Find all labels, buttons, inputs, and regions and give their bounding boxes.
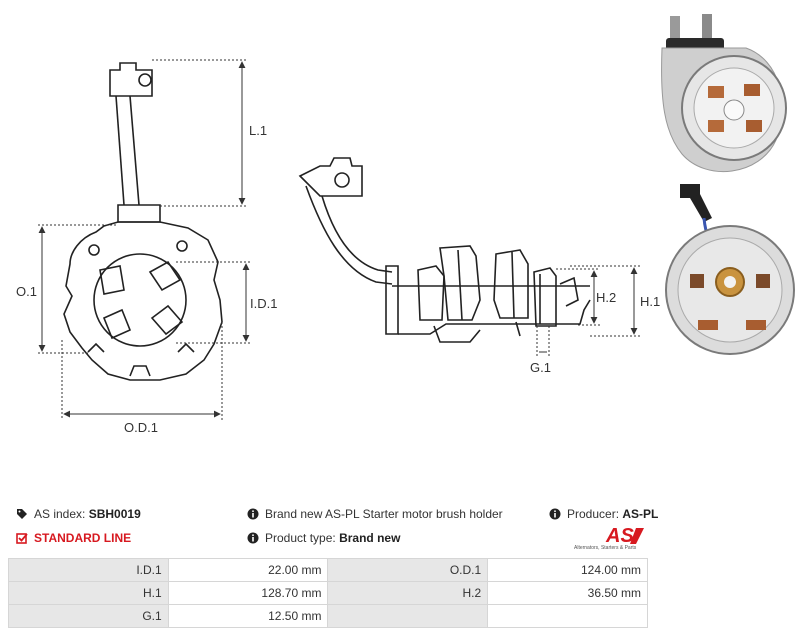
- tag-icon: [17, 509, 27, 519]
- product-photo-top: [661, 14, 787, 173]
- description-text: Brand new AS-PL Starter motor brush hold…: [265, 507, 503, 521]
- info-icon: [549, 508, 561, 520]
- side-view-drawing: [298, 157, 591, 343]
- label-h2: H.2: [596, 290, 616, 305]
- spec-value: 124.00 mm: [487, 558, 648, 582]
- spec-label: I.D.1: [8, 558, 169, 582]
- as-index-value: SBH0019: [88, 507, 141, 521]
- producer-label: Producer:: [567, 507, 620, 521]
- logo-subtext: Alternators, Starters & Parts: [574, 545, 637, 551]
- product-type: Product type: Brand new: [247, 531, 400, 545]
- spec-value: 128.70 mm: [167, 581, 329, 605]
- front-view-drawing: [63, 62, 223, 381]
- spec-value: [487, 604, 648, 628]
- technical-drawing: L.1 O.1 I.D.1 O.D.1: [16, 59, 660, 435]
- as-pl-logo: AS: [605, 525, 644, 547]
- label-l1: L.1: [249, 123, 267, 138]
- producer: Producer: AS-PL: [549, 507, 658, 521]
- spec-label: H.2: [327, 581, 489, 605]
- label-od1: O.D.1: [124, 420, 158, 435]
- product-type-value: Brand new: [339, 531, 401, 545]
- table-row: I.D.1 22.00 mm O.D.1 124.00 mm: [8, 558, 648, 582]
- spec-label: G.1: [8, 604, 169, 628]
- side-dimensions: [536, 265, 640, 356]
- table-row: H.1 128.70 mm H.2 36.50 mm: [8, 581, 648, 605]
- standard-line-label: STANDARD LINE: [34, 531, 132, 545]
- info-icon: [247, 508, 259, 520]
- standard-line: STANDARD LINE: [16, 531, 131, 545]
- spec-label: [327, 604, 489, 628]
- table-row: G.1 12.50 mm: [8, 604, 648, 628]
- spec-value: 12.50 mm: [167, 604, 329, 628]
- checkbox-checked-icon: [16, 533, 28, 544]
- spec-value: 36.50 mm: [487, 581, 648, 605]
- specs-table: I.D.1 22.00 mm O.D.1 124.00 mm H.1 128.7…: [8, 558, 648, 628]
- info-icon: [247, 532, 259, 544]
- spec-label: O.D.1: [327, 558, 489, 582]
- label-id1: I.D.1: [250, 296, 277, 311]
- producer-value: AS-PL: [622, 507, 659, 521]
- description: Brand new AS-PL Starter motor brush hold…: [247, 507, 503, 521]
- spec-label: H.1: [8, 581, 169, 605]
- spec-value: 22.00 mm: [167, 558, 329, 582]
- label-g1: G.1: [530, 360, 551, 375]
- product-type-label: Product type:: [265, 531, 336, 545]
- front-dimensions: [38, 59, 252, 420]
- as-index: AS index: SBH0019: [16, 507, 141, 521]
- product-photo-bottom: [665, 184, 795, 355]
- label-h1: H.1: [640, 294, 660, 309]
- label-o1: O.1: [16, 284, 37, 299]
- as-index-label: AS index:: [34, 507, 86, 521]
- logo-text: AS: [605, 525, 634, 547]
